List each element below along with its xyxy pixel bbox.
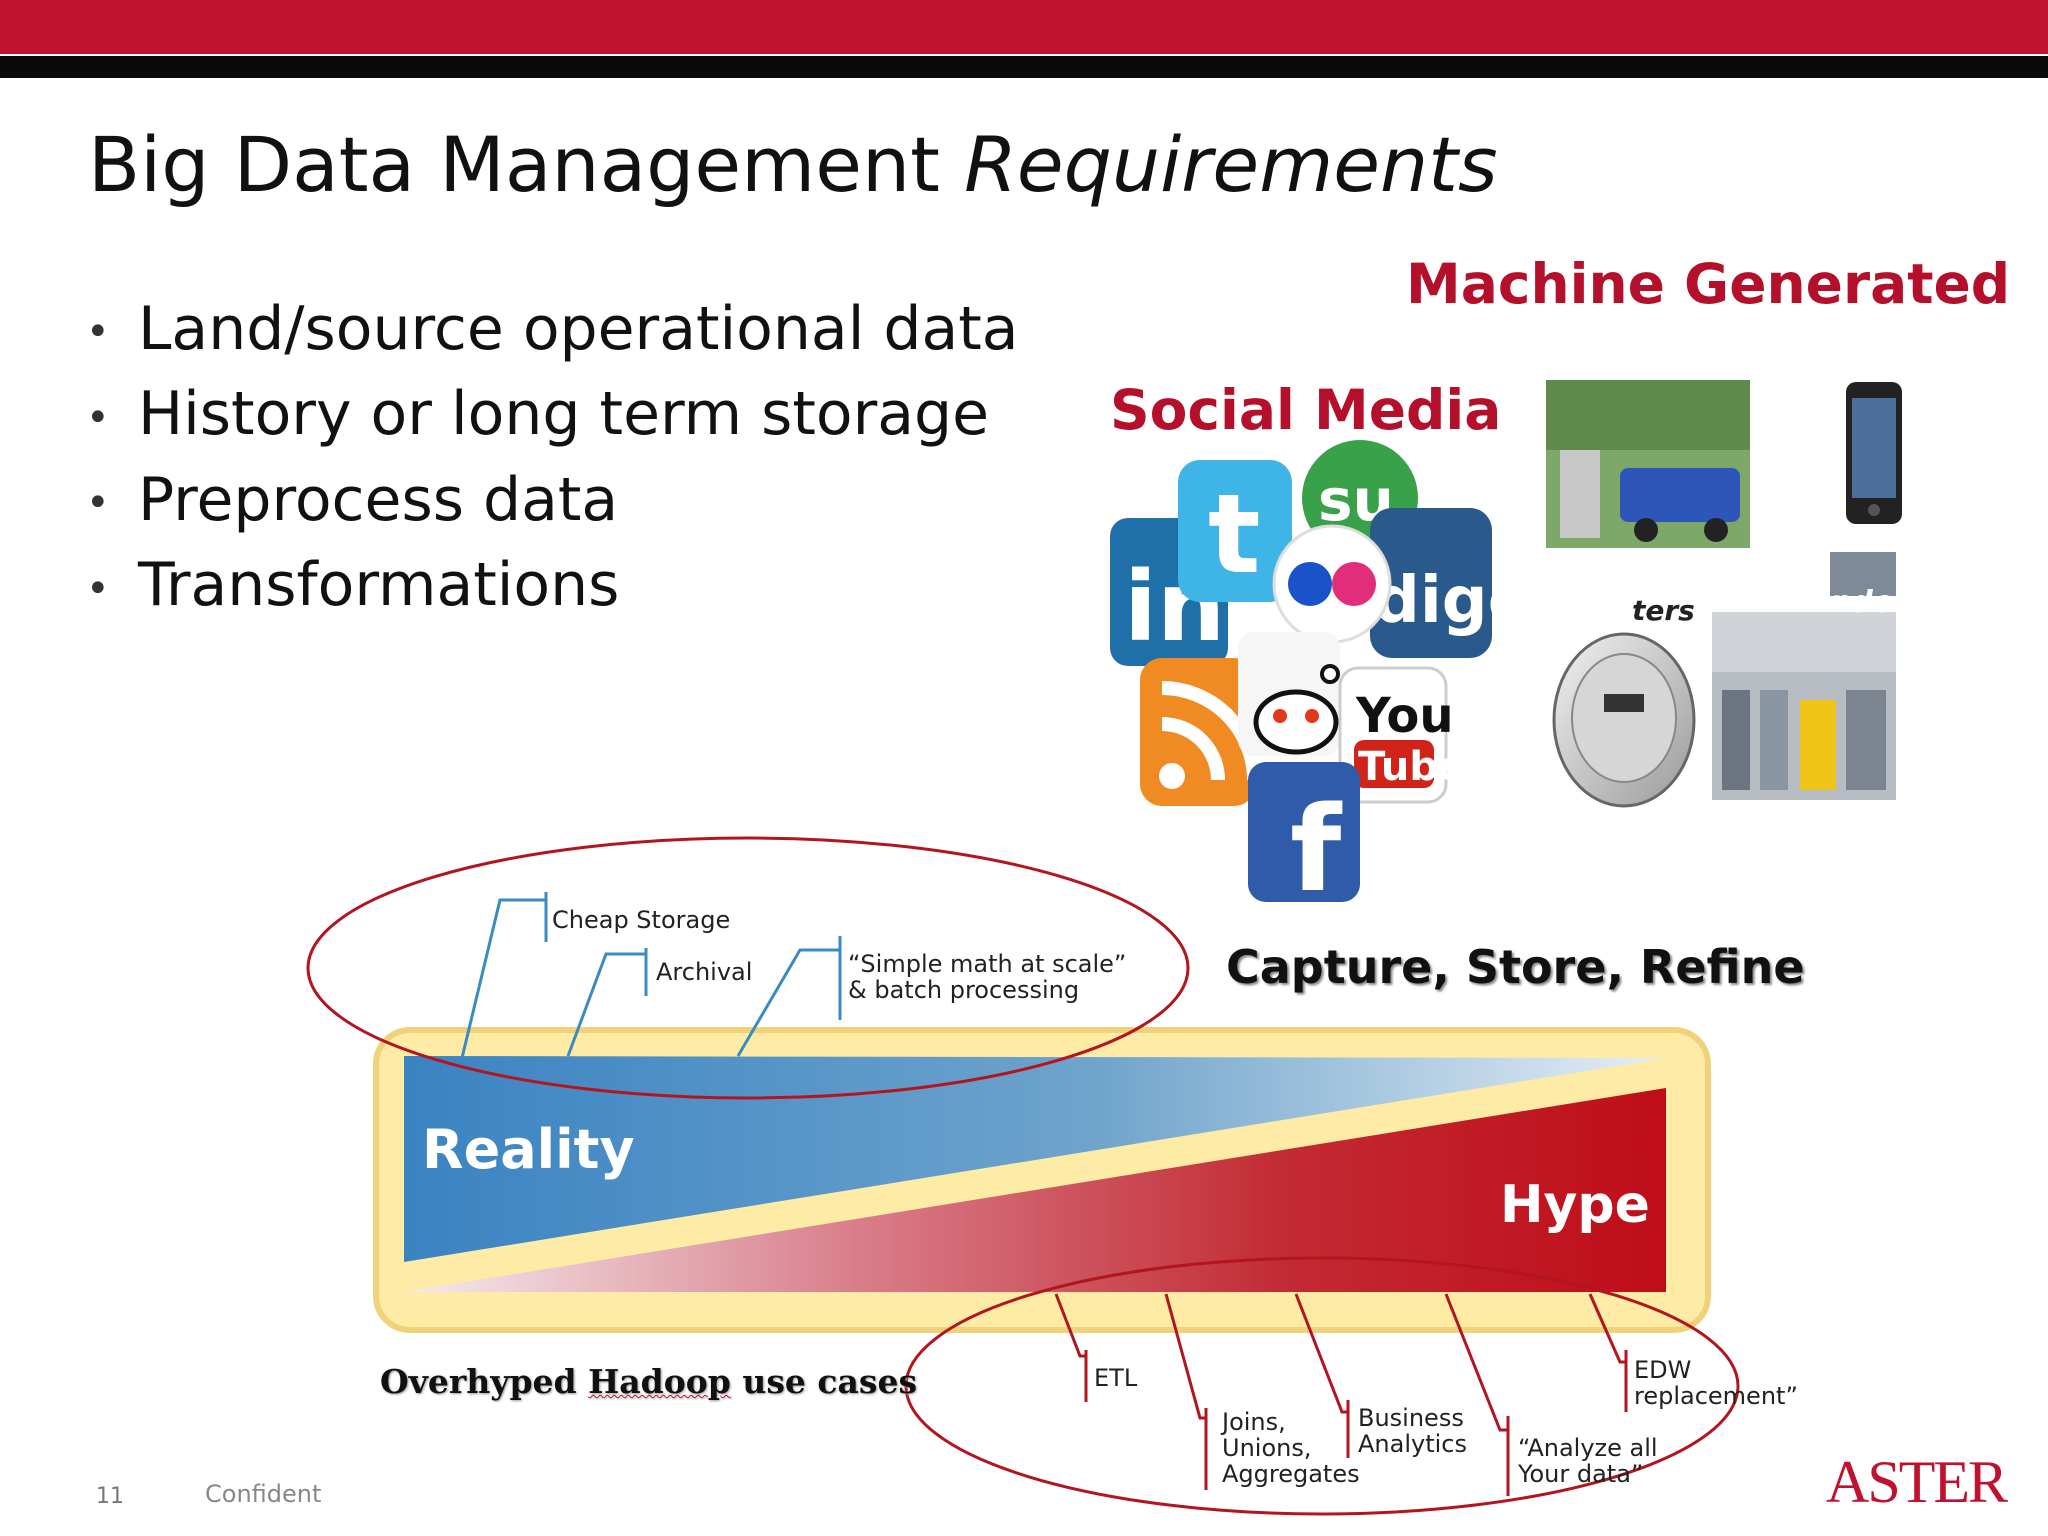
joins-label-1: Joins,: [1220, 1408, 1286, 1436]
use-cases-word: use cases: [742, 1362, 918, 1401]
bullet-text: Transformations: [138, 550, 620, 621]
hadoop-word: Hadoop: [588, 1362, 731, 1401]
flickr-icon: [1272, 524, 1392, 644]
twitter-icon: t: [1178, 460, 1292, 602]
social-media-heading: Social Media: [1110, 378, 1502, 442]
bullet-text: Preprocess data: [138, 464, 619, 535]
smartphone-photo: [1846, 382, 1902, 524]
hype-callouts: [1054, 1293, 1628, 1496]
edw-label-1: EDW: [1634, 1356, 1691, 1384]
bullet-dot: •: [86, 565, 110, 612]
machine-generated-heading: Machine Generated: [1406, 252, 2011, 316]
overhyped-caption: Overhyped Hadoop use cases: [380, 1362, 917, 1401]
footer-confidential: Confident: [205, 1480, 322, 1508]
joins-label-3: Aggregates: [1222, 1460, 1360, 1488]
edw-label-2: replacement”: [1634, 1382, 1798, 1410]
bullet-item: • History or long term storage: [86, 373, 1019, 458]
svg-text:f: f: [1290, 780, 1343, 918]
analyze-all-label-2: Your data”: [1517, 1460, 1643, 1488]
bullet-item: • Transformations: [86, 544, 1019, 629]
slide-title: Big Data Management Requirements: [88, 120, 1498, 209]
cheap-storage-label: Cheap Storage: [552, 906, 730, 934]
digg-icon: digg: [1370, 508, 1533, 658]
svg-text:Tube: Tube: [1358, 744, 1465, 790]
hype-wedge: [404, 1088, 1666, 1292]
rss-icon: [1140, 658, 1261, 806]
archival-label: Archival: [656, 958, 752, 986]
capture-store-refine-heading: Capture, Store, Refine: [1226, 940, 1805, 994]
reddit-icon: [1238, 632, 1340, 756]
svg-text:t: t: [1208, 470, 1261, 598]
page-number: 11: [96, 1484, 124, 1509]
aster-logo: ASTER: [1826, 1449, 2008, 1515]
bullet-dot: •: [86, 394, 110, 441]
bullet-dot: •: [86, 309, 110, 356]
header-red-bar: [0, 0, 2048, 54]
business-analytics-label-2: Analytics: [1358, 1430, 1467, 1458]
reality-wedge: [404, 1056, 1666, 1262]
simple-math-label-1: “Simple math at scale”: [848, 950, 1126, 978]
reality-callouts: [460, 892, 842, 1059]
etl-label: ETL: [1094, 1364, 1138, 1392]
bullet-text: History or long term storage: [138, 379, 990, 450]
svg-text:ters: ters: [1632, 594, 1695, 627]
facebook-icon: f: [1248, 762, 1360, 918]
overhyped-word: Overhyped: [380, 1362, 577, 1401]
joins-label-2: Unions,: [1222, 1434, 1311, 1462]
slide-title-emphasis: Requirements: [964, 120, 1498, 209]
reality-ellipse: [306, 836, 1190, 1100]
slide-title-main: Big Data Management: [88, 120, 940, 209]
analyze-all-label-1: “Analyze all: [1518, 1434, 1658, 1462]
bullet-item: • Preprocess data: [86, 459, 1019, 544]
social-icons-cluster: in t su digg: [1110, 440, 1533, 918]
hype-label: Hype: [1500, 1175, 1650, 1235]
rail-yard-photo: nders: [1712, 552, 1926, 800]
smart-meter-photo: ters: [1552, 594, 1696, 808]
truck-photo: [1546, 380, 1750, 548]
bullet-text: Land/source operational data: [138, 294, 1019, 364]
header-black-line: [0, 56, 2048, 78]
hype-ellipse: [904, 1256, 1740, 1516]
svg-text:digg: digg: [1374, 564, 1533, 638]
svg-text:nders: nders: [1830, 585, 1926, 620]
bullet-item: • Land/source operational data: [86, 288, 1019, 373]
reality-label: Reality: [422, 1118, 635, 1181]
svg-text:You: You: [1355, 688, 1454, 744]
business-analytics-label-1: Business: [1358, 1404, 1464, 1432]
youtube-icon: You Tube: [1338, 666, 1465, 804]
bullet-dot: •: [86, 480, 110, 527]
bullet-list: • Land/source operational data • History o…: [86, 288, 1019, 630]
simple-math-label-2: & batch processing: [848, 976, 1079, 1004]
